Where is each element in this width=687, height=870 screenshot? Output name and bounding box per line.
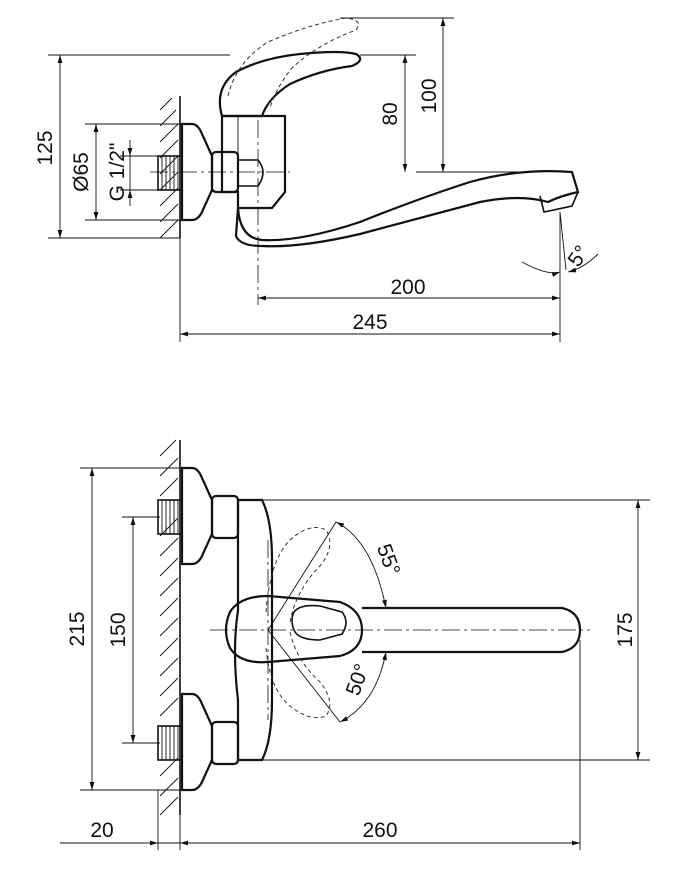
dim-150: 150 (107, 516, 160, 744)
dim-diameter-65-label: Ø65 (70, 152, 93, 192)
dim-angle-55: 55° (267, 521, 404, 631)
lever-raised-outline (227, 17, 359, 109)
dim-80: 80 (360, 54, 540, 173)
side-view: 125 Ø65 G 1/2" 80 (34, 17, 599, 342)
dim-thread-label: G 1/2" (106, 143, 129, 202)
lower-inlet (157, 692, 240, 792)
dim-215-label: 215 (66, 611, 89, 646)
dim-thread: G 1/2" (106, 140, 160, 206)
dim-100: 100 (340, 17, 454, 173)
dim-150-label: 150 (107, 612, 130, 647)
dim-100-label: 100 (418, 78, 441, 113)
lever-handle-side (218, 50, 362, 118)
upper-inlet (157, 466, 240, 566)
mixer-body-front (233, 498, 274, 762)
lever-left-position-outline (265, 527, 331, 623)
dim-245-label: 245 (352, 311, 387, 334)
wall-hatch-side (159, 96, 181, 239)
mixer-body-side (220, 114, 287, 210)
lever-handle-front (224, 594, 364, 664)
dim-20-label: 20 (90, 819, 113, 842)
wall-hatch-front (159, 439, 181, 816)
dim-125-label: 125 (34, 130, 57, 165)
dim-20: 20 (60, 790, 181, 850)
dim-angle-5-label: 5° (563, 241, 593, 271)
dim-diameter-65: Ø65 (70, 123, 195, 221)
dim-angle-50: 50° (267, 629, 387, 723)
thread-pipe-side (157, 155, 183, 191)
dim-175: 175 (262, 499, 650, 761)
dim-260: 260 (180, 640, 581, 850)
dim-245: 245 (179, 238, 560, 342)
dim-angle-50-label: 50° (342, 661, 374, 699)
dim-80-label: 80 (379, 102, 402, 125)
aerator-side (539, 191, 579, 213)
dim-260-label: 260 (362, 819, 397, 842)
dim-200: 200 (258, 212, 561, 342)
lever-inner (291, 604, 347, 641)
lever-right-position-outline (265, 631, 331, 719)
dim-200-label: 200 (390, 276, 425, 299)
eccentric-side (238, 159, 264, 187)
dim-175-label: 175 (614, 612, 637, 647)
front-view: 215 150 175 20 260 (60, 439, 650, 850)
spout-side (234, 170, 580, 248)
dim-angle-55-label: 55° (372, 541, 404, 579)
dim-125: 125 (34, 54, 230, 239)
dim-215: 215 (66, 467, 182, 791)
